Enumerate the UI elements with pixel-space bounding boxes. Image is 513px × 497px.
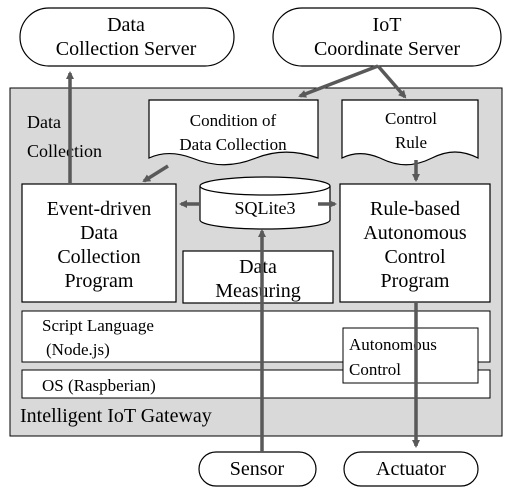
data-measuring-label-1: Data bbox=[239, 256, 277, 278]
condition-label-2: Data Collection bbox=[179, 135, 287, 154]
data-collection-label-2: Collection bbox=[27, 141, 102, 161]
control-rule-label-1: Control bbox=[385, 109, 437, 128]
condition-of-data-collection-doc bbox=[148, 99, 319, 166]
rule-based-label-2: Autonomous bbox=[363, 222, 467, 244]
actuator-label: Actuator bbox=[376, 458, 446, 480]
actuator-node bbox=[343, 451, 479, 487]
data-collection-server-node bbox=[19, 7, 235, 67]
event-driven-label-3: Collection bbox=[57, 246, 140, 268]
os-label: OS (Raspberian) bbox=[42, 376, 156, 395]
control-rule-label-2: Rule bbox=[395, 133, 427, 152]
script-language-label-1: Script Language bbox=[42, 316, 154, 335]
data-collection-label-1: Data bbox=[27, 112, 61, 132]
script-language-label-2: (Node.js) bbox=[46, 340, 110, 359]
rule-based-label-3: Control bbox=[384, 246, 446, 268]
data-collection-server-label-1: Data bbox=[107, 14, 145, 36]
event-driven-label-1: Event-driven bbox=[47, 198, 151, 220]
autonomous-control-label-2: Control bbox=[349, 360, 401, 379]
control-rule-doc bbox=[341, 99, 479, 166]
iot-coordinate-server-label-1: IoT bbox=[373, 14, 402, 36]
data-measuring-box bbox=[182, 250, 334, 304]
sqlite-label: SQLite3 bbox=[235, 198, 296, 218]
autonomous-control-label-1: Autonomous bbox=[349, 335, 437, 354]
event-driven-label-4: Program bbox=[65, 270, 134, 292]
arrow-coordinate-to-rule bbox=[376, 64, 407, 99]
data-collection-server-label-2: Collection Server bbox=[56, 38, 197, 60]
iot-coordinate-server-node bbox=[272, 7, 502, 67]
sensor-node bbox=[198, 451, 317, 487]
autonomous-control-box bbox=[342, 327, 479, 384]
sensor-label: Sensor bbox=[230, 458, 285, 480]
arrow-condition-to-program bbox=[142, 164, 169, 183]
event-driven-label-2: Data bbox=[80, 222, 118, 244]
data-measuring-label-2: Measuring bbox=[215, 280, 301, 302]
rule-based-program-box bbox=[339, 183, 491, 303]
rule-based-label-4: Program bbox=[381, 270, 450, 292]
iot-coordinate-server-label-2: Coordinate Server bbox=[314, 38, 460, 60]
rule-based-label-1: Rule-based bbox=[370, 198, 460, 220]
condition-label-1: Condition of bbox=[190, 111, 277, 130]
arrow-coordinate-to-condition bbox=[298, 64, 379, 98]
sqlite-database bbox=[199, 176, 331, 230]
gateway-label: Intelligent IoT Gateway bbox=[20, 405, 212, 427]
event-driven-program-box bbox=[21, 183, 177, 303]
